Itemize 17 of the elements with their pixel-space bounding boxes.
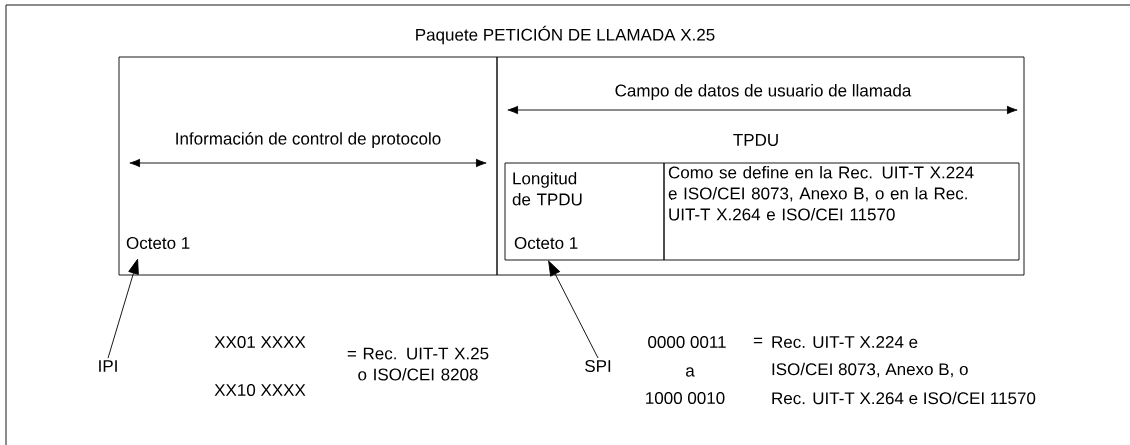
reference-note: = Rec. UIT-T X.25 o ISO/CEI 8208 (347, 347, 489, 381)
code-value: 1000 0010 (646, 392, 725, 405)
pointer-label: IPI (99, 360, 117, 372)
reference-note: ISO/CEI 8073, Anexo B, o (772, 362, 968, 378)
leader-line (548, 260, 599, 359)
range-word: a (686, 367, 695, 377)
reference-note: Rec. UIT-T X.224 e (772, 336, 918, 349)
field-cell: Longitud de TPDU Octeto 1 (504, 162, 665, 261)
reference-note: Rec. UIT-T X.264 e ISO/CEI 11570 (772, 391, 1036, 405)
field-cell: Como se define en la Rec. UIT-T X.224 e ISO/CEI 8073, Anexo B, o en la Rec. UIT-T X.264 e ISO/CEI 11570 (663, 162, 1020, 261)
code-value: XX01 XXXX (214, 336, 306, 349)
leader-line (107, 258, 139, 359)
title: Paquete PETICIÓN DE LLAMADA X.25 (416, 25, 715, 45)
pointer-label: SPI (585, 360, 611, 373)
code-value: XX10 XXXX (214, 384, 306, 397)
equals-sign: = (753, 337, 763, 344)
code-value: 0000 0011 (648, 336, 726, 349)
